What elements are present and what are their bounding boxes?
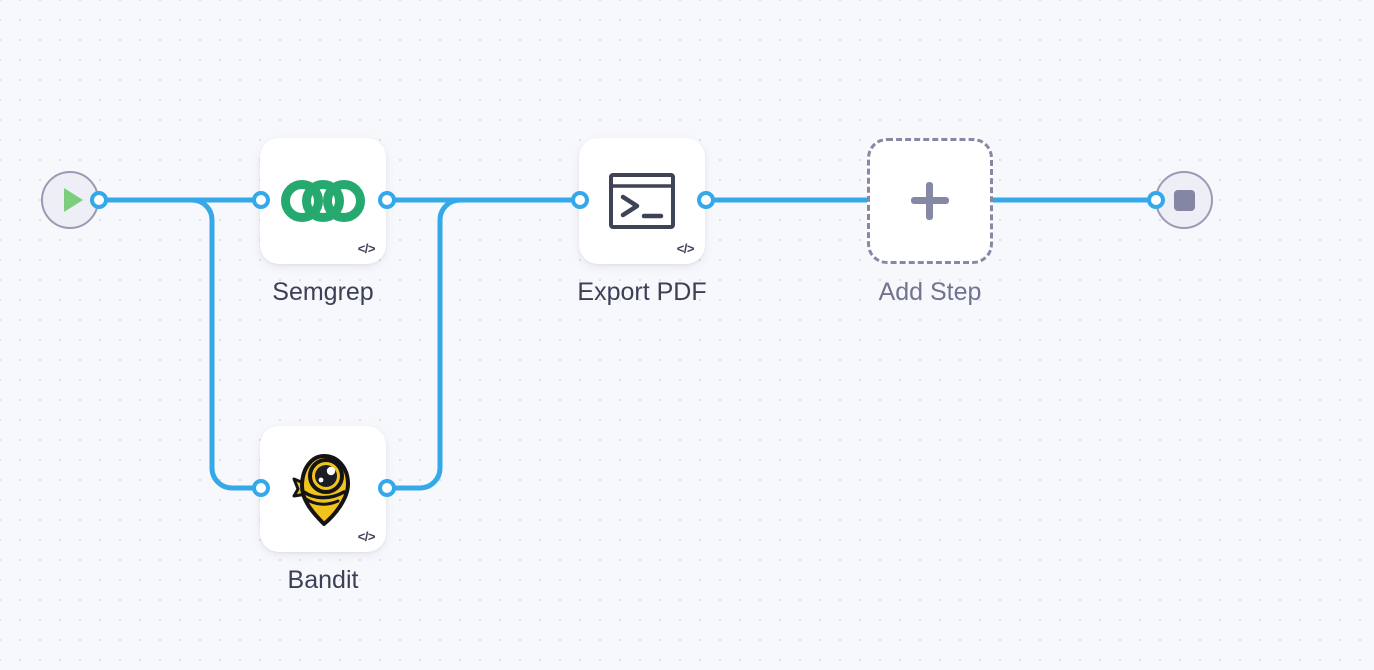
- start-node[interactable]: [41, 171, 99, 229]
- port-start-output[interactable]: [90, 191, 108, 209]
- step-label-bandit: Bandit: [287, 566, 359, 594]
- step-bandit[interactable]: </> Bandit: [260, 426, 386, 594]
- port-bandit-input[interactable]: [252, 479, 270, 497]
- code-badge-icon: </>: [357, 529, 376, 544]
- semgrep-logo: [281, 180, 365, 222]
- step-semgrep[interactable]: </> Semgrep: [260, 138, 386, 306]
- add-step-node[interactable]: Add Step: [867, 138, 993, 306]
- code-badge-icon: </>: [357, 241, 376, 256]
- edge-start-to-bandit: [96, 197, 264, 491]
- step-card-semgrep[interactable]: </>: [260, 138, 386, 264]
- port-semgrep-output[interactable]: [378, 191, 396, 209]
- step-card-bandit[interactable]: </>: [260, 426, 386, 552]
- step-card-export-pdf[interactable]: </>: [579, 138, 705, 264]
- port-semgrep-input[interactable]: [252, 191, 270, 209]
- add-step-label: Add Step: [878, 278, 982, 306]
- port-export-pdf-input[interactable]: [571, 191, 589, 209]
- terminal-icon: [609, 173, 675, 229]
- plus-icon: [911, 182, 949, 220]
- stop-square-icon: [1173, 189, 1195, 211]
- step-label-semgrep: Semgrep: [272, 278, 374, 306]
- add-step-card[interactable]: [867, 138, 993, 264]
- step-export-pdf[interactable]: </> Export PDF: [577, 138, 707, 306]
- port-stop-input[interactable]: [1147, 191, 1165, 209]
- port-bandit-output[interactable]: [378, 479, 396, 497]
- play-icon: [63, 188, 83, 212]
- edge-bandit-to-exportpdf: [384, 197, 583, 491]
- step-label-export-pdf: Export PDF: [577, 278, 707, 306]
- port-export-pdf-output[interactable]: [697, 191, 715, 209]
- bandit-logo: [292, 454, 350, 526]
- code-badge-icon: </>: [676, 241, 695, 256]
